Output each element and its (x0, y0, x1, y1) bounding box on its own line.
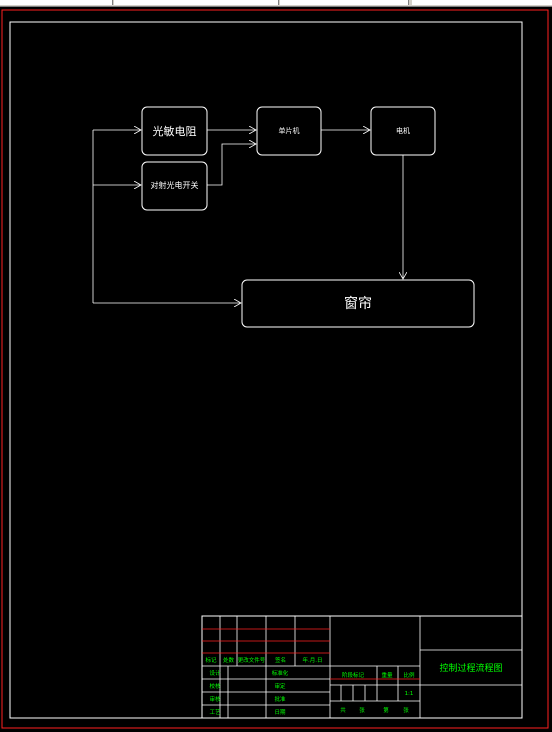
tb-label-sheet: 张 (403, 706, 409, 714)
tb-label-design: 设计 (209, 669, 221, 677)
tb-label-process: 工艺 (209, 709, 221, 716)
node-switch-label: 对射光电开关 (151, 180, 199, 190)
outer-sheet-border (1, 9, 549, 729)
tb-label-day: 日期 (274, 709, 286, 716)
node-photoelectric-switch[interactable]: 对射光电开关 (141, 161, 208, 211)
tb-label-review: 审核 (209, 695, 221, 703)
tb-label-weight: 重量 (381, 671, 393, 679)
node-motor-label: 电机 (396, 126, 410, 135)
tb-label-no: 第 (383, 706, 389, 714)
drawing-title: 控制过程流程图 (439, 662, 502, 674)
tb-label-date: 年.月.日 (303, 656, 323, 664)
tb-label-standard: 标准化 (272, 669, 289, 677)
node-mcu-label: 单片机 (279, 126, 300, 135)
tb-label-sheets: 张 (359, 706, 365, 714)
toolbar-field[interactable] (412, 0, 552, 5)
tb-label-scale: 比例 (403, 671, 415, 679)
node-curtain[interactable]: 窗帘 (241, 279, 475, 328)
toolbar-field[interactable] (114, 0, 279, 5)
tb-label-change-doc: 更改文件号 (238, 656, 266, 664)
flow-diagram: 光敏电阻 对射光电开关 单片机 电机 窗帘 (92, 106, 475, 328)
tb-label-count: 处数 (223, 656, 235, 664)
tb-label-sign: 签名 (275, 656, 286, 664)
node-photoresistor[interactable]: 光敏电阻 (141, 106, 208, 156)
tb-label-approve: 审定 (274, 682, 286, 690)
arrow-switch-to-mcu (207, 144, 256, 186)
application-toolbar-strip (0, 0, 552, 7)
node-mcu[interactable]: 单片机 (256, 106, 322, 156)
tb-label-mark: 标记 (205, 656, 217, 664)
node-curtain-label: 窗帘 (344, 295, 372, 312)
toolbar-field[interactable] (0, 0, 113, 5)
tb-label-check: 校核 (209, 682, 221, 690)
tb-scale-value: 1:1 (405, 691, 414, 697)
tb-label-stage: 阶段标记 (342, 671, 365, 679)
node-motor[interactable]: 电机 (370, 106, 436, 156)
inner-drawing-frame (9, 21, 523, 719)
tb-label-total: 共 (340, 706, 346, 714)
tb-label-authorize: 批准 (274, 695, 286, 703)
node-photoresistor-label: 光敏电阻 (153, 124, 197, 138)
toolbar-field[interactable] (280, 0, 409, 5)
title-block: 标记 处数 更改文件号 签名 年.月.日 设计 校核 审核 工艺 标准化 审定 … (201, 615, 523, 719)
